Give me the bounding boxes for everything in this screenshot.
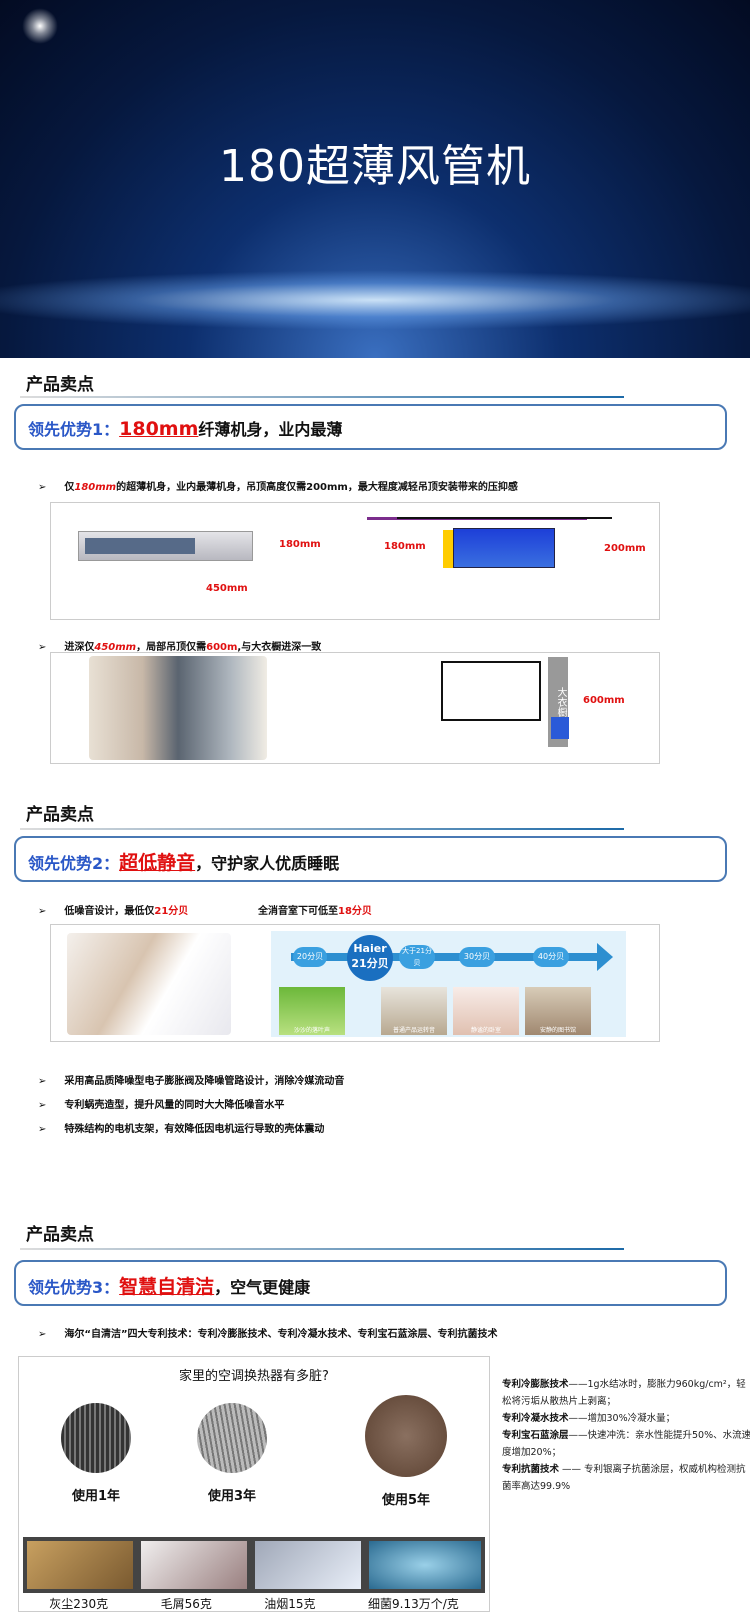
bullet-text: ➢进深仅450mm，局部吊顶仅需600m,与大衣橱进深一致 bbox=[38, 642, 322, 653]
wardrobe-dim-label: 600mm bbox=[583, 695, 625, 706]
dirt-label: 细菌9.13万个/克 bbox=[368, 1597, 459, 1611]
dimension-diagram: 180mm 450mm 180mm 200mm bbox=[50, 502, 660, 620]
dirt-label: 毛屑56克 bbox=[160, 1597, 212, 1611]
bullet-text: ➢海尔“自清洁”四大专利技术：专利冷膨胀技术、专利冷凝水技术、专利宝石蓝涂层、专… bbox=[38, 1329, 498, 1340]
dirt-title: 家里的空调换热器有多脏? bbox=[179, 1369, 329, 1384]
bed-outline bbox=[441, 661, 541, 721]
section-title: 产品卖点 bbox=[26, 805, 94, 825]
unit-blue bbox=[453, 528, 555, 568]
ceiling-height-label: 200mm bbox=[604, 543, 646, 554]
caption-library: 安静的图书馆 bbox=[525, 987, 591, 1035]
year3-circle bbox=[197, 1403, 267, 1473]
unit-image bbox=[78, 531, 253, 561]
dirt-comparison: 家里的空调换热器有多脏? 使用1年 使用3年 使用5年 灰尘230克 毛屑56克… bbox=[18, 1356, 490, 1612]
dirt-label: 灰尘230克 bbox=[49, 1597, 109, 1611]
hero-banner: 180超薄风管机 bbox=[0, 0, 750, 358]
year-label: 使用1年 bbox=[71, 1489, 121, 1504]
room-diagram: 大衣橱 600mm bbox=[50, 652, 660, 764]
bullet-text: ➢专利蜗壳造型，提升风量的同时大大降低噪音水平 bbox=[38, 1100, 285, 1111]
sleeping-woman-photo bbox=[67, 933, 231, 1035]
scale-step: 30分贝 bbox=[459, 947, 495, 967]
bullet-text: ➢仅180mm的超薄机身，业内最薄机身，吊顶高度仅需200mm，最大程度减轻吊顶… bbox=[38, 482, 518, 493]
scale-step: 大于21分贝 bbox=[399, 945, 435, 969]
divider bbox=[20, 1248, 624, 1250]
advantage-banner-3: 领先优势3：智慧自清洁，空气更健康 bbox=[14, 1260, 727, 1306]
year-label: 使用3年 bbox=[207, 1489, 257, 1504]
tech-notes: 专利冷膨胀技术——1g水结冰时，膨胀力960kg/cm²，轻松将污垢从散热片上剥… bbox=[502, 1379, 750, 1492]
caption-bedroom: 静谧的卧室 bbox=[453, 987, 519, 1035]
caption-leaves: 沙沙的落叶声 bbox=[279, 987, 345, 1035]
flange bbox=[443, 530, 453, 568]
slab-line bbox=[397, 517, 612, 519]
section-title: 产品卖点 bbox=[26, 375, 94, 395]
section-title: 产品卖点 bbox=[26, 1225, 94, 1245]
page-title: 180超薄风管机 bbox=[219, 141, 531, 192]
divider bbox=[20, 396, 624, 398]
year5-circle bbox=[365, 1395, 447, 1477]
caption-unit: 普通产品运转音 bbox=[381, 987, 447, 1035]
unit-height-label: 180mm bbox=[279, 539, 321, 550]
advantage-banner-1: 领先优势1：180mm纤薄机身，业内最薄 bbox=[14, 404, 727, 450]
scale-step: 20分贝 bbox=[293, 947, 327, 967]
arrow-icon bbox=[597, 943, 613, 971]
room-photo bbox=[89, 656, 267, 760]
dirt-labels: 灰尘230克 毛屑56克 油烟15克 细菌9.13万个/克 bbox=[23, 1595, 485, 1612]
light-wave bbox=[0, 270, 750, 330]
bullet-text: ➢低噪音设计，最低仅21分贝 bbox=[38, 906, 189, 917]
dirt-strip bbox=[23, 1537, 485, 1593]
unit-icon bbox=[551, 717, 569, 739]
divider bbox=[20, 828, 624, 830]
side-height-label: 180mm bbox=[384, 541, 426, 552]
scale-step: 40分贝 bbox=[533, 947, 569, 967]
bullet-text: 全消音室下可低至18分贝 bbox=[258, 906, 372, 917]
dirt-label: 油烟15克 bbox=[264, 1597, 316, 1611]
year-label: 使用5年 bbox=[381, 1493, 431, 1508]
unit-depth-label: 450mm bbox=[206, 583, 248, 594]
advantage-banner-2: 领先优势2：超低静音，守护家人优质睡眠 bbox=[14, 836, 727, 882]
year1-circle bbox=[61, 1403, 131, 1473]
light-flare bbox=[22, 8, 58, 44]
bullet-text: ➢特殊结构的电机支架，有效降低因电机运行导致的壳体震动 bbox=[38, 1124, 325, 1135]
bullet-text: ➢采用高品质降噪型电子膨胀阀及降噪管路设计，消除冷媒流动音 bbox=[38, 1076, 345, 1087]
